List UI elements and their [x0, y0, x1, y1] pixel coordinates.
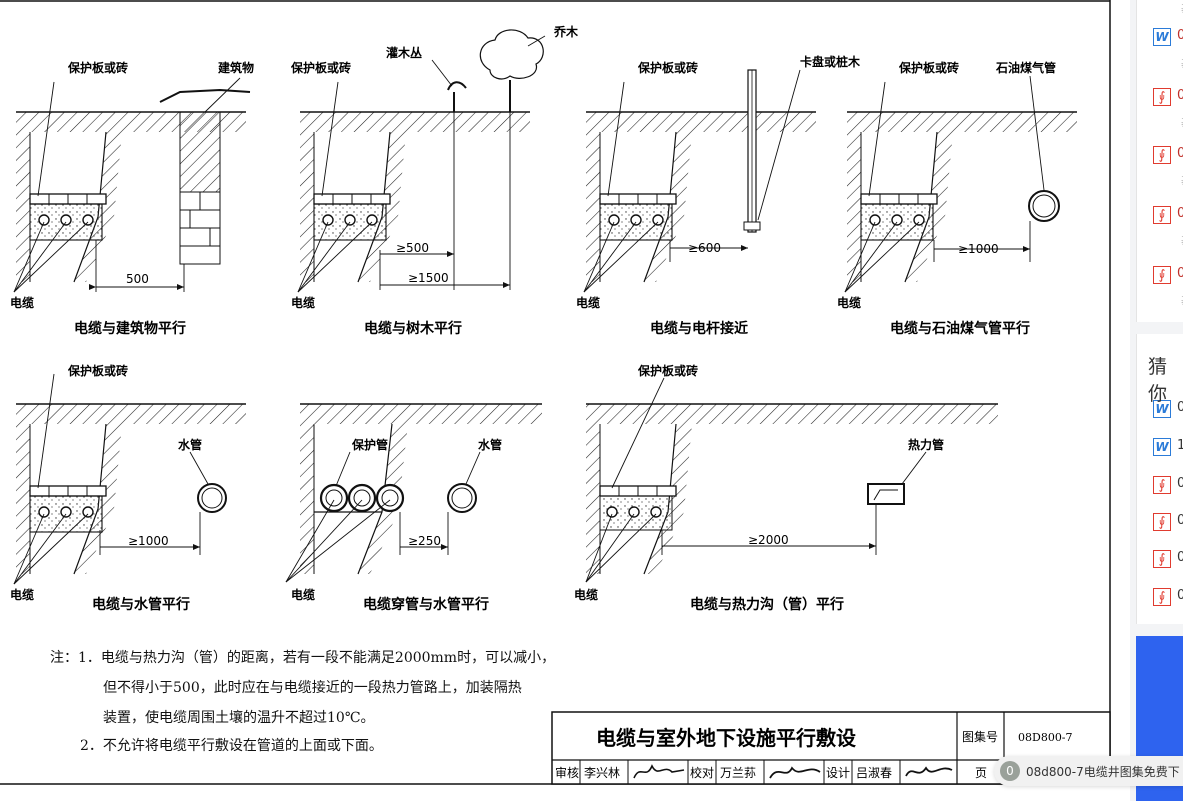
word-file-icon[interactable]: W [1153, 438, 1171, 456]
caption-tube-water: 电缆穿管与水管平行 [363, 596, 489, 613]
title-block-atlas-no: 08D800-7 [1018, 731, 1073, 744]
title-block-title: 电缆与室外地下设施平行敷设 [596, 726, 856, 750]
pdf-file-icon[interactable] [1153, 88, 1171, 106]
guess-panel: W 0 W 1 0 0 0 0 [1136, 334, 1183, 624]
caption-tree: 电缆与树木平行 [364, 320, 462, 337]
pdf-file-icon[interactable] [1153, 206, 1171, 224]
pill-text[interactable]: 08d800-7电缆井图集免费下 [1026, 765, 1180, 779]
label-cover-7: 保护板或砖 [637, 363, 698, 378]
signature-checker [769, 766, 821, 779]
note-line-4: 2．不允许将电缆平行敷设在管道的上面或下面。 [80, 738, 383, 754]
label-shrub: 灌木丛 [385, 45, 422, 60]
dim-tree-far: ≥1500 [408, 271, 449, 285]
drawing-sheet: 保护板或砖 建筑物 500 电缆 电缆与建筑物平行 保护板或砖 灌木丛 乔木 ≥… [0, 0, 1111, 785]
floating-download-pill[interactable]: 0 08d800-7电缆井图集免费下 [994, 756, 1183, 786]
related-file-1[interactable]: 0 [1177, 28, 1183, 43]
signature-designer [905, 766, 953, 777]
label-cable-3: 电缆 [576, 295, 600, 310]
label-cable-2: 电缆 [291, 295, 315, 310]
pdf-file-icon[interactable] [1153, 266, 1171, 284]
caption-building: 电缆与建筑物平行 [74, 320, 186, 337]
dim-water: ≥1000 [128, 534, 169, 548]
diagram-tube-water [285, 403, 542, 583]
title-block-check-label: 校对 [690, 765, 714, 780]
dim-heat: ≥2000 [748, 533, 789, 547]
label-gas-pipe: 石油煤气管 [995, 60, 1056, 75]
diagram-tree [297, 29, 546, 293]
pdf-file-icon[interactable] [1153, 513, 1171, 531]
caption-gas: 电缆与石油煤气管平行 [890, 320, 1030, 337]
label-water-pipe-1: 水管 [178, 437, 202, 452]
diagram-pole [583, 69, 817, 293]
label-heat-pipe: 热力管 [908, 437, 944, 452]
related-file-2[interactable]: 0 [1177, 88, 1183, 103]
label-cover-3: 保护板或砖 [637, 60, 698, 75]
note-line-3: 装置，使电缆周围土壤的温升不超过10℃。 [103, 710, 375, 726]
guess-file-1[interactable]: 0 [1177, 400, 1183, 415]
word-file-icon[interactable]: W [1153, 28, 1171, 46]
label-cover-4: 保护板或砖 [898, 60, 959, 75]
guess-file-4[interactable]: 0 [1177, 513, 1183, 528]
diagram-water [13, 373, 247, 585]
label-cable-5: 电缆 [10, 587, 34, 602]
label-cover-5: 保护板或砖 [67, 363, 128, 378]
label-cable-4: 电缆 [837, 295, 861, 310]
related-file-3[interactable]: 0 [1177, 146, 1183, 161]
diagram-gas [844, 75, 1078, 293]
label-cable-7: 电缆 [574, 587, 598, 602]
label-cable-1: 电缆 [10, 295, 34, 310]
title-block-review-label: 审核 [555, 765, 579, 780]
guess-file-3[interactable]: 0 [1177, 476, 1183, 491]
related-files-panel: 基 W 0 基 0 基 0 基 0 基 0 基 [1136, 0, 1183, 322]
title-block-checker: 万兰荪 [720, 766, 756, 780]
title-block-design-label: 设计 [826, 766, 850, 780]
label-cable-6: 电缆 [291, 587, 315, 602]
diagram-heat [585, 377, 998, 583]
guess-file-6[interactable]: 0 [1177, 588, 1183, 603]
title-block-page-label: 页 [975, 766, 987, 780]
pdf-file-icon[interactable] [1153, 550, 1171, 568]
pdf-file-icon[interactable] [1153, 588, 1171, 606]
pdf-file-icon[interactable] [1153, 476, 1171, 494]
drawing-svg: 保护板或砖 建筑物 500 电缆 电缆与建筑物平行 保护板或砖 灌木丛 乔木 ≥… [0, 0, 1111, 785]
related-file-4[interactable]: 0 [1177, 206, 1183, 221]
guess-file-5[interactable]: 0 [1177, 550, 1183, 565]
caption-pole: 电缆与电杆接近 [650, 320, 748, 337]
dim-pole: ≥600 [688, 241, 721, 255]
caption-heat: 电缆与热力沟（管）平行 [690, 596, 844, 613]
dim-building: 500 [126, 272, 149, 286]
dim-gas: ≥1000 [958, 242, 999, 256]
diagram-building [13, 77, 251, 293]
guess-title: 猜你 [1148, 356, 1168, 405]
label-cover-2: 保护板或砖 [290, 60, 351, 75]
label-tree: 乔木 [553, 24, 579, 39]
label-pole: 卡盘或桩木 [800, 54, 861, 69]
label-building: 建筑物 [217, 60, 254, 75]
title-block-atlas-label: 图集号 [962, 729, 998, 744]
title-block-designer: 吕淑春 [856, 766, 892, 780]
note-line-1: 注：1．电缆与热力沟（管）的距离，若有一段不能满足2000mm时，可以减小， [50, 650, 556, 666]
caption-water: 电缆与水管平行 [92, 596, 190, 613]
signature-reviewer [633, 764, 685, 779]
right-sidebar: 基 W 0 基 0 基 0 基 0 基 0 基 W 0 W 1 0 0 0 0 [1130, 0, 1183, 801]
pill-badge: 0 [1000, 761, 1020, 781]
word-file-icon[interactable]: W [1153, 400, 1171, 418]
related-file-5[interactable]: 0 [1177, 266, 1183, 281]
dim-tube-water: ≥250 [408, 534, 441, 548]
label-protect-pipe: 保护管 [351, 437, 388, 452]
label-water-pipe-2: 水管 [478, 437, 502, 452]
guess-file-2[interactable]: 1 [1177, 438, 1183, 453]
title-block-reviewer: 李兴林 [584, 765, 620, 780]
note-line-2: 但不得小于500，此时应在与电缆接近的一段热力管路上，加装隔热 [103, 680, 522, 696]
dim-tree-near: ≥500 [396, 241, 429, 255]
label-cover-1: 保护板或砖 [67, 60, 128, 75]
pdf-file-icon[interactable] [1153, 146, 1171, 164]
